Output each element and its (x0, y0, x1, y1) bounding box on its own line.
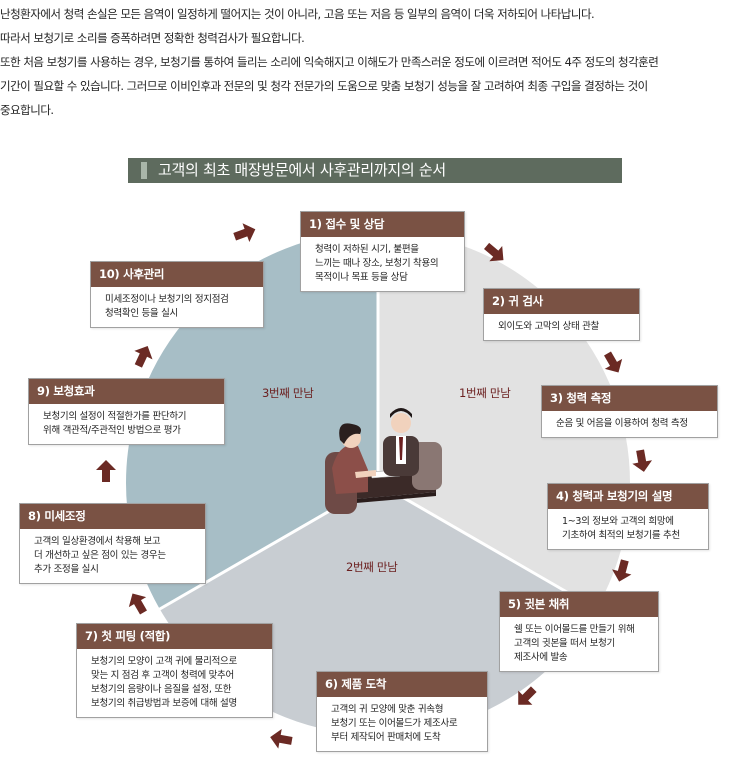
intro-line: 또한 처음 보청기를 사용하는 경우, 보청기를 통하여 들리는 소리에 익숙해… (0, 55, 659, 69)
banner-accent (141, 162, 147, 179)
intro-line: 기간이 필요할 수 있습니다. 그러므로 이비인후과 전문의 및 청각 전문가의… (0, 79, 648, 93)
banner-title: 고객의 최초 매장방문에서 사후관리까지의 순서 (158, 161, 446, 179)
arrow-1-to-2-icon (484, 242, 504, 262)
intro-line: 따라서 보청기로 소리를 증폭하려면 정확한 청력검사가 필요합니다. (0, 31, 305, 45)
intro-line: 난청환자에서 청력 손실은 모든 음역이 일정하게 떨어지는 것이 아니라, 고… (0, 7, 595, 21)
consultation-illustration (325, 408, 442, 514)
intro-text: 난청환자에서 청력 손실은 모든 음역이 일정하게 떨어지는 것이 아니라, 고… (0, 2, 756, 122)
step-5-title: 5) 귓본 채취 (500, 592, 658, 617)
step-6-title: 6) 제품 도착 (317, 672, 487, 697)
step-1-title: 1) 접수 및 상담 (301, 212, 464, 237)
arrow-7-to-8-icon (128, 593, 147, 615)
step-3-description: 순음 및 어음을 이용하여 청력 측정 (556, 418, 688, 429)
arrow-10-to-1-icon (233, 223, 256, 243)
step-3-box: 3) 청력 측정 순음 및 어음을 이용하여 청력 측정 (541, 385, 718, 438)
arrow-9-to-10-icon (134, 346, 153, 368)
step-10-title: 10) 사후관리 (91, 262, 263, 287)
step-7-title: 7) 첫 피팅 (적합) (77, 624, 272, 649)
arrow-5-to-6-icon (518, 686, 537, 705)
step-2-title: 2) 귀 검사 (484, 289, 639, 314)
step-3-title: 3) 청력 측정 (542, 386, 717, 411)
second-visit-label: 2번째 만남 (346, 560, 398, 574)
third-visit-label: 3번째 만남 (262, 386, 314, 400)
step-2-box: 2) 귀 검사 외이도와 고막의 상태 관찰 (483, 288, 640, 341)
first-visit-label: 1번째 만남 (459, 386, 511, 400)
section-banner: 고객의 최초 매장방문에서 사후관리까지의 순서 (128, 158, 622, 183)
step-2-description: 외이도와 고막의 상태 관찰 (498, 321, 599, 332)
step-9-title: 9) 보청효과 (29, 379, 224, 404)
intro-line: 중요합니다. (0, 103, 54, 117)
arrow-4-to-5-icon (612, 559, 632, 582)
arrow-3-to-4-icon (632, 449, 653, 472)
step-4-title: 4) 청력과 보청기의 설명 (548, 484, 708, 509)
arrow-2-to-3-icon (604, 351, 623, 373)
arrow-6-to-7-icon (270, 728, 293, 749)
arrow-8-to-9-icon (96, 460, 116, 482)
step-8-title: 8) 미세조정 (20, 504, 205, 529)
